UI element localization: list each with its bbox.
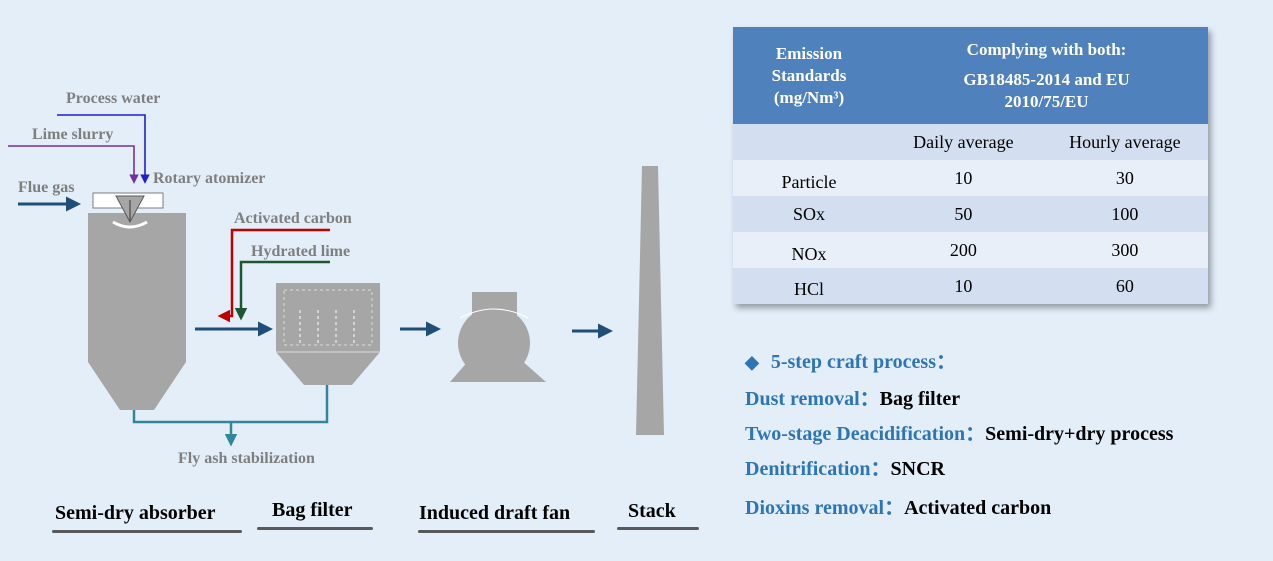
bag-filter-unit [276,283,380,385]
hydrated-lime-line [234,260,330,321]
fly-ash-stabilization-label: Fly ash stabilization [178,450,315,467]
table-header-row: Emission Standards (mg/Nm³) Complying wi… [733,27,1208,124]
rotary-atomizer-label: Rotary atomizer [153,170,265,187]
caption-stack: Stack [628,500,676,522]
induced-draft-fan [450,292,546,382]
lime-slurry-line [8,145,139,184]
caption-underline [418,530,595,533]
emission-standards-table: Emission Standards (mg/Nm³) Complying wi… [733,27,1208,304]
table-row: SOx 50 100 [733,196,1208,232]
list-item: Dust removal：Bag filter [745,388,961,410]
table-row: Particle 10 30 [733,160,1208,196]
lime-slurry-label: Lime slurry [32,126,113,143]
process-flow-diagram: Process water Lime slurry Rotary atomize… [8,90,664,467]
table-subheader-row: Daily average Hourly average [733,124,1208,160]
flue-gas-label: Flue gas [18,179,74,196]
list-item: Denitrification：SNCR [745,458,945,480]
table-row: HCl 10 60 [733,268,1208,304]
list-item: Dioxins removal：Activated carbon [745,497,1052,519]
caption-underline [617,527,699,530]
header-complying-standards: Complying with both: GB18485-2014 and EU… [885,27,1208,124]
craft-process-title: ◆5-step craft process： [745,351,956,373]
caption-underline [257,527,373,530]
semi-dry-absorber [88,192,186,410]
caption-semi-dry-absorber: Semi-dry absorber [55,502,216,524]
table-row: NOx 200 300 [733,232,1208,268]
caption-underline [52,530,242,533]
activated-carbon-label: Activated carbon [234,210,352,227]
header-emission-standards: Emission Standards (mg/Nm³) [733,27,885,124]
caption-bag-filter: Bag filter [272,499,353,521]
diamond-bullet-icon: ◆ [745,352,759,372]
process-water-line [57,114,150,184]
hydrated-lime-label: Hydrated lime [251,243,350,260]
caption-induced-draft-fan: Induced draft fan [419,502,571,524]
process-water-label: Process water [66,90,160,107]
list-item: Two-stage Deacidification：Semi-dry+dry p… [745,423,1174,445]
stack-chimney [636,166,664,435]
activated-carbon-line [217,228,330,323]
